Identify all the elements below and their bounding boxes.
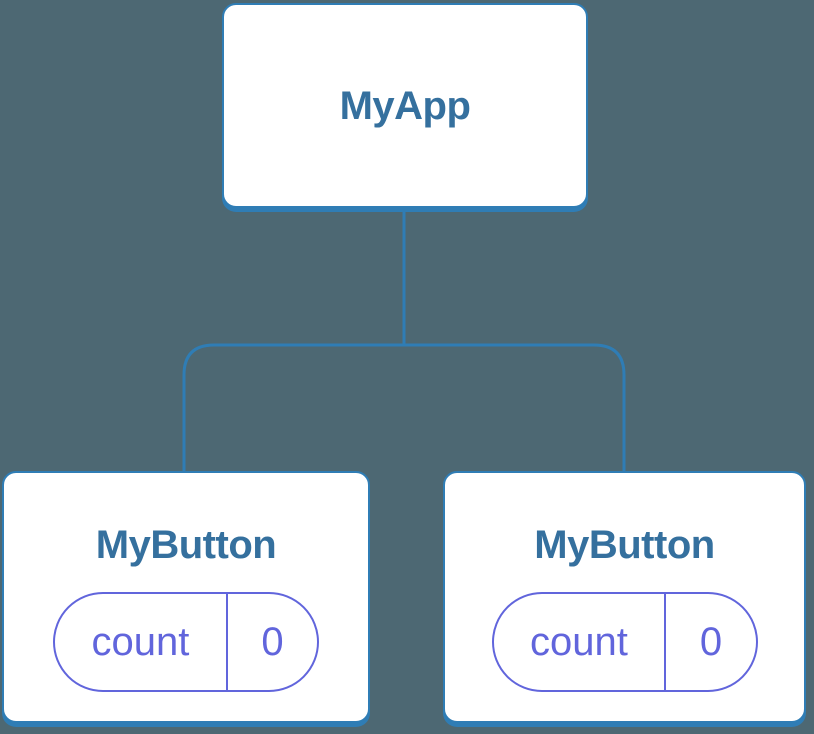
state-pill-2-value: 0: [699, 619, 723, 664]
state-pill-2: count 0: [491, 592, 758, 692]
state-pill-1-key: count: [55, 594, 228, 690]
state-pill-1: count 0: [53, 592, 319, 692]
state-pill-1-value: 0: [261, 619, 284, 664]
node-mybutton-1: MyButton count 0: [2, 471, 370, 723]
node-mybutton-1-label: MyButton: [95, 523, 277, 567]
node-myapp: MyApp: [222, 3, 588, 208]
state-pill-2-key: count: [494, 594, 667, 690]
node-myapp-label: MyApp: [339, 83, 471, 128]
node-mybutton-2: MyButton count 0: [443, 471, 806, 723]
connector-branch: [182, 343, 626, 471]
node-mybutton-2-label: MyButton: [534, 523, 715, 567]
